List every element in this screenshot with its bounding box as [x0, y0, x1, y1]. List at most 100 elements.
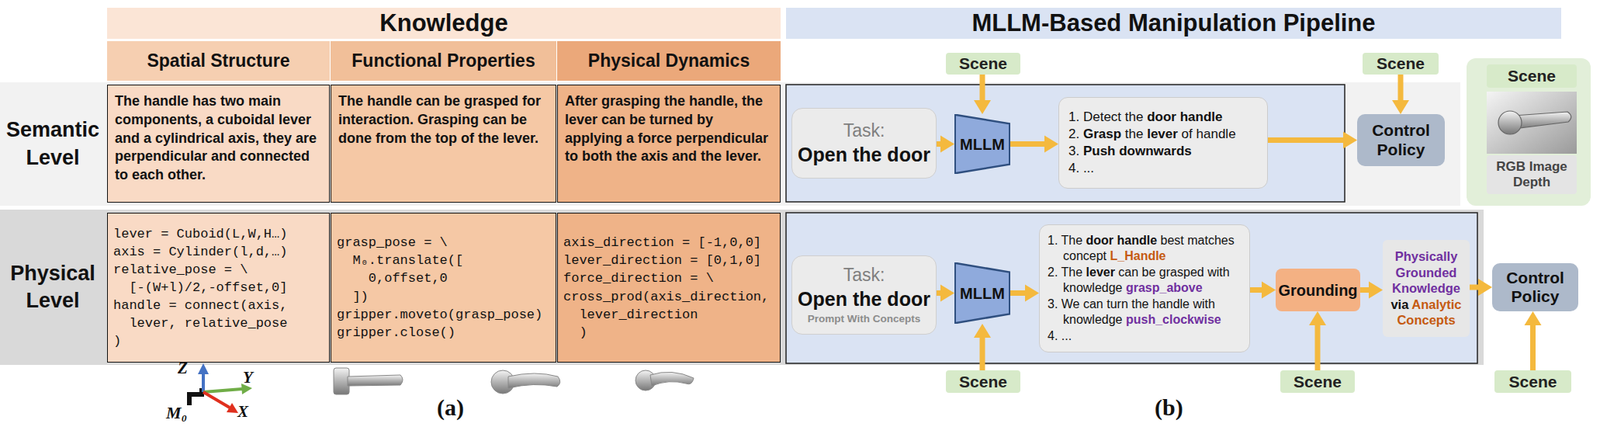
- task-box: Task:Open the door: [791, 107, 937, 179]
- scene-tag: Scene: [945, 52, 1021, 75]
- text-run: turn: [1106, 297, 1129, 311]
- section-header: Knowledge: [107, 7, 781, 39]
- text-run: Grasp: [1083, 126, 1122, 142]
- mllm-block: MLLM: [954, 262, 1011, 324]
- handle-illustration: [491, 370, 561, 394]
- modality-box-text: RGB Image Depth: [1486, 159, 1577, 191]
- axis-label: Y: [242, 367, 253, 388]
- code-cell-text: axis = Cylinder(l,d,…): [113, 242, 324, 261]
- text-run: can: [1118, 265, 1139, 279]
- knowledge-cell: The handle can be grasped for interactio…: [330, 84, 557, 203]
- text-run: lever: [1086, 265, 1116, 279]
- knowledge-cell-text: After grasping the handle, the lever can…: [564, 92, 773, 167]
- scene-panel: [1466, 58, 1591, 206]
- control-policy-text: Control Policy: [1492, 268, 1579, 306]
- code-cell-text: gripper.moveto(grasp_pose): [336, 305, 551, 324]
- text-run: Push: [1083, 143, 1116, 159]
- panel-label: (b): [1154, 394, 1184, 421]
- code-cell-text: axis_direction = [-1,0,0]: [563, 233, 775, 252]
- section-header-text: Knowledge: [379, 8, 508, 38]
- level-band: Physical Levellever = Cuboid(L,W,H…)axis…: [0, 209, 1484, 365]
- step-list-text: 1. The door handle best matches concept …: [1047, 232, 1242, 265]
- scene-tag: Scene: [1280, 370, 1355, 393]
- control-policy: Control Policy: [1492, 263, 1579, 312]
- task-box-text: Task:: [843, 120, 886, 142]
- text-run: knowledge: [1063, 280, 1123, 295]
- text-run: Physically: [1395, 249, 1459, 264]
- step-list-text: 2. The lever can be grasped with knowled…: [1047, 264, 1242, 297]
- text-run: Knowledge: [1392, 280, 1461, 295]
- step-list-text: 4. ...: [1068, 159, 1258, 177]
- column-header: Physical Dynamics: [557, 41, 781, 81]
- text-run: 2.: [1047, 265, 1058, 279]
- step-list-text: 3. Push downwards: [1068, 142, 1258, 160]
- text-run: the: [1125, 109, 1144, 125]
- scene-photo: [1486, 91, 1577, 154]
- arrow-shaft: [1530, 323, 1536, 371]
- text-run: can: [1083, 297, 1104, 311]
- mllm-block: MLLM: [954, 114, 1011, 174]
- scene-tag: Scene: [1494, 370, 1572, 393]
- section-header-text: MLLM-Based Manipulation Pipeline: [971, 8, 1375, 38]
- step-list-text: 3. We can turn the handle with knowledge…: [1047, 296, 1242, 329]
- task-box-text: Prompt With Concepts: [807, 312, 921, 326]
- text-run: Analytic: [1411, 297, 1462, 312]
- text-run: knowledge: [1063, 312, 1123, 326]
- knowledge-cell: The handle has two main components, a cu…: [107, 84, 330, 203]
- section-header: MLLM-Based Manipulation Pipeline: [786, 7, 1562, 39]
- code-cell: lever = Cuboid(L,W,H…)axis = Cylinder(l,…: [107, 212, 330, 363]
- frame-label: M₀: [166, 402, 188, 423]
- text-run: the: [1131, 297, 1149, 311]
- text-run: 2.: [1068, 126, 1080, 142]
- mllm-shape: [955, 114, 1011, 174]
- text-run: handle: [1180, 109, 1223, 125]
- scene-tag-text: Scene: [1507, 65, 1556, 86]
- text-run: via: [1390, 297, 1409, 312]
- scene-tag-text: Scene: [1509, 371, 1558, 392]
- text-run: 3.: [1047, 297, 1058, 311]
- text-run: with: [1207, 265, 1230, 279]
- column-header-text: Functional Properties: [351, 50, 535, 73]
- grounding-box: Grounding: [1275, 268, 1361, 312]
- code-cell-text: force_direction = \: [563, 269, 775, 288]
- task-box-text: Open the door: [797, 287, 931, 311]
- mllm-shape: [955, 263, 1011, 323]
- control-policy: Control Policy: [1357, 114, 1445, 167]
- code-cell-text: ): [563, 323, 775, 342]
- task-box-text: Task:: [843, 264, 886, 287]
- text-run: with: [1192, 297, 1215, 311]
- text-run: be: [1142, 265, 1157, 279]
- text-run: 3.: [1068, 143, 1080, 159]
- code-cell-text: lever_direction: [563, 305, 775, 324]
- code-cell-text: M₀.translate([: [336, 251, 551, 270]
- handle-illustration: [333, 367, 403, 395]
- text-run: of: [1181, 126, 1193, 142]
- knowledge-cell-text: The handle has two main components, a cu…: [114, 92, 323, 185]
- text-run: door: [1086, 233, 1115, 247]
- knowledge-output-text: Physically Grounded Knowledge via Analyt…: [1385, 248, 1467, 329]
- text-run: downwards: [1118, 143, 1192, 159]
- scene-tag-text: Scene: [959, 371, 1008, 392]
- flow-arrow: [1524, 311, 1542, 371]
- axis-label: X: [237, 401, 249, 422]
- level-band: Semantic LevelThe handle has two main co…: [0, 82, 1461, 206]
- axis-label: Z: [177, 358, 188, 378]
- column-header: Functional Properties: [330, 41, 557, 81]
- text-run: We: [1061, 297, 1081, 311]
- text-run: grasped: [1159, 265, 1205, 279]
- panel-label: (a): [436, 394, 465, 421]
- code-cell: grasp_pose = \ M₀.translate([ 0,offset,0…: [330, 212, 557, 363]
- code-cell-text: gripper.close(): [336, 323, 551, 342]
- knowledge-output: Physically Grounded Knowledge via Analyt…: [1382, 239, 1470, 337]
- text-run: push_clockwise: [1125, 312, 1222, 326]
- column-header-text: Spatial Structure: [146, 50, 290, 73]
- mllm-block-text: MLLM: [959, 135, 1005, 154]
- code-cell-text: grasp_pose = \: [336, 233, 551, 252]
- text-run: Grounded: [1395, 265, 1458, 280]
- text-run: handle: [1196, 126, 1237, 142]
- text-run: matches: [1187, 233, 1234, 247]
- code-cell-text: lever, relative_pose: [113, 314, 324, 333]
- handle-photo: [1498, 110, 1572, 135]
- scene-tag: Scene: [945, 370, 1021, 393]
- text-run: handle: [1117, 233, 1158, 247]
